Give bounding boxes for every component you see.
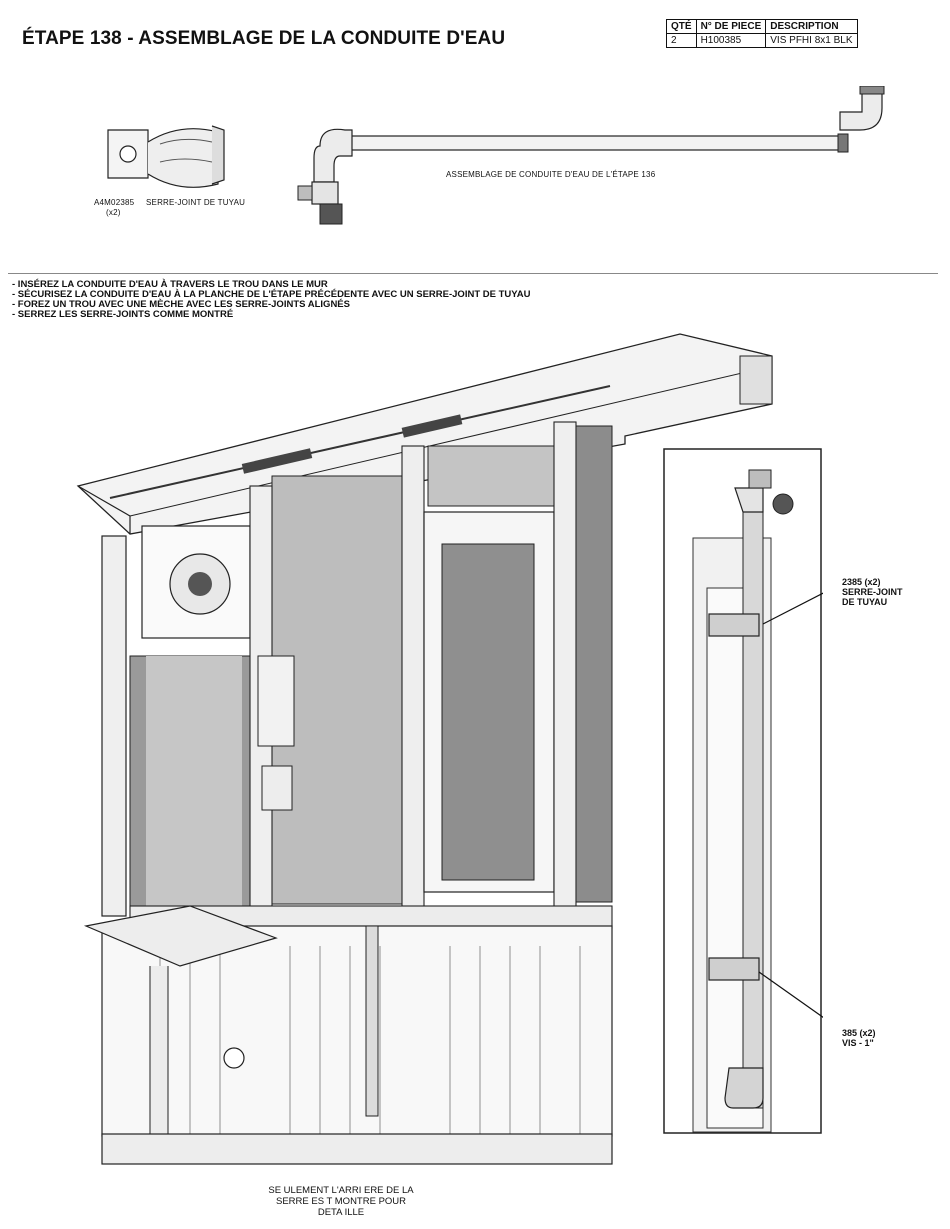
caption-line: DETA ILLE bbox=[317, 1207, 365, 1218]
caption-line: SERRE ES T MONTRE POUR bbox=[275, 1196, 407, 1207]
screw-callout-name: VIS - 1" bbox=[842, 1038, 874, 1048]
header-part-number: N° DE PIECE bbox=[695, 19, 767, 34]
instruction-item: - SÉCURISEZ LA CONDUITE D'EAU À LA PLANC… bbox=[12, 289, 531, 300]
screw-callout: 385 (x2) VIS - 1" bbox=[842, 1028, 876, 1048]
pipe-clamp-illustration bbox=[107, 125, 225, 188]
clamp-name-label: SERRE-JOINT DE TUYAU bbox=[146, 198, 246, 207]
instruction-item: - SERREZ LES SERRE-JOINTS COMME MONTRÉ bbox=[12, 309, 234, 320]
water-line-assembly-illustration bbox=[297, 86, 885, 225]
instruction-item: - FOREZ UN TROU AVEC UNE MÈCHE AVEC LES … bbox=[12, 299, 350, 310]
instructions-list: - INSÉREZ LA CONDUITE D'EAU À TRAVERS LE… bbox=[12, 280, 530, 320]
illustration-caption: SE ULEMENT L'ARRI ERE DE LA SERRE ES T M… bbox=[236, 1185, 446, 1218]
table-row: 2 H100385 VIS PFHI 8x1 BLK bbox=[666, 33, 858, 48]
clamp-callout-code: 2385 (x2) bbox=[842, 577, 881, 587]
clamp-callout-name2: DE TUYAU bbox=[842, 597, 888, 607]
clamp-callout: 2385 (x2) SERRE-JOINT DE TUYAU bbox=[842, 577, 903, 607]
assembly-label: ASSEMBLAGE DE CONDUITE D'EAU DE L'ÉTAPE … bbox=[446, 170, 656, 179]
clamp-code-label: A4M02385 bbox=[94, 198, 135, 207]
cell-qty: 2 bbox=[666, 33, 697, 48]
header-qty: QTÉ bbox=[666, 19, 697, 34]
clamp-callout-name1: SERRE-JOINT bbox=[842, 587, 903, 597]
cell-part-number: H100385 bbox=[695, 33, 767, 48]
header-description: DESCRIPTION bbox=[765, 19, 858, 34]
instruction-item: - INSÉREZ LA CONDUITE D'EAU À TRAVERS LE… bbox=[12, 279, 328, 290]
clamp-qty-label: (x2) bbox=[106, 208, 121, 217]
greenhouse-back-wall-illustration bbox=[76, 333, 773, 1165]
caption-line: SE ULEMENT L'ARRI ERE DE LA bbox=[268, 1185, 414, 1196]
screw-callout-code: 385 (x2) bbox=[842, 1028, 876, 1038]
parts-table-header: QTÉ N° DE PIECE DESCRIPTION bbox=[666, 19, 858, 34]
page-title: ÉTAPE 138 - ASSEMBLAGE DE LA CONDUITE D'… bbox=[22, 28, 506, 49]
cell-description: VIS PFHI 8x1 BLK bbox=[765, 33, 858, 48]
pipe-detail-inset bbox=[663, 448, 823, 1134]
parts-table: QTÉ N° DE PIECE DESCRIPTION 2 H100385 VI… bbox=[666, 19, 858, 48]
section-divider bbox=[8, 273, 938, 274]
